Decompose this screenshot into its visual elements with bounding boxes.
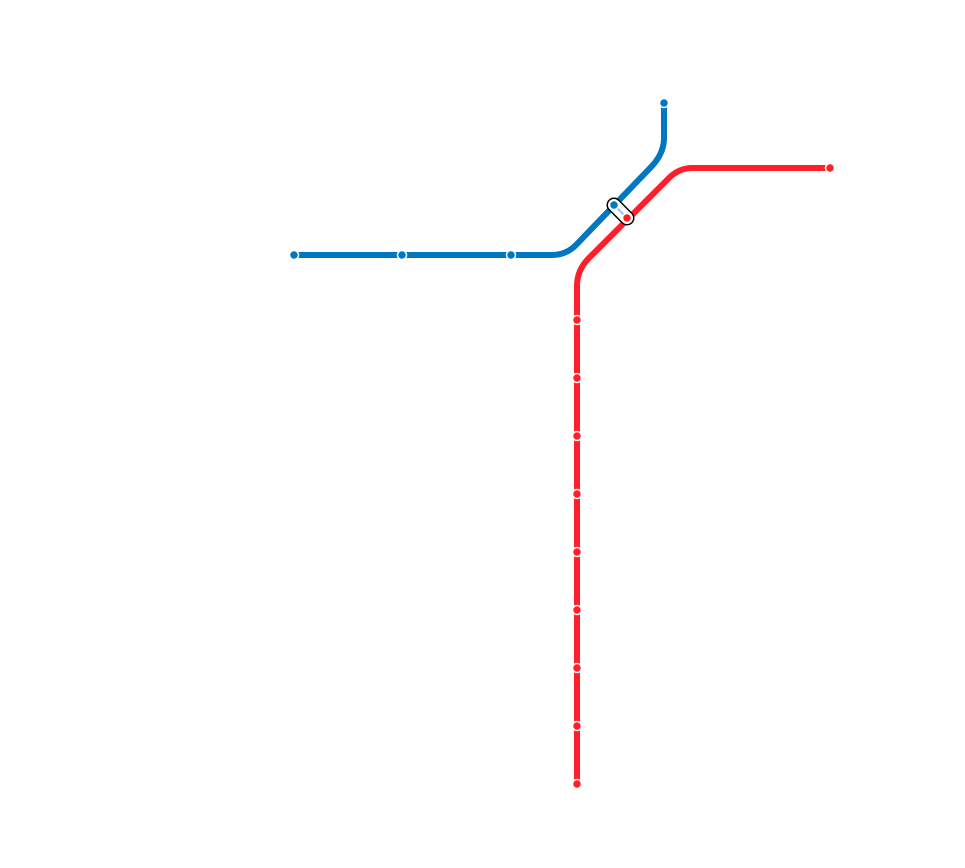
blue-line-station[interactable] (396, 249, 408, 261)
red-line-station[interactable] (571, 546, 583, 558)
red-line-track (574, 165, 833, 787)
red-line-station[interactable] (824, 162, 836, 174)
red-line-station[interactable] (571, 372, 583, 384)
red-line-station[interactable] (571, 604, 583, 616)
red-line-station[interactable] (621, 212, 633, 224)
red-line-station[interactable] (571, 488, 583, 500)
red-line-station[interactable] (571, 314, 583, 326)
red-line-station[interactable] (571, 778, 583, 790)
red-line-station[interactable] (571, 662, 583, 674)
red-line-station[interactable] (571, 430, 583, 442)
red-line-station[interactable] (571, 720, 583, 732)
blue-line-station[interactable] (505, 249, 517, 261)
blue-line-station[interactable] (288, 249, 300, 261)
blue-line-station[interactable] (608, 199, 620, 211)
blue-line-station[interactable] (658, 97, 670, 109)
blue-line-track (291, 100, 667, 258)
